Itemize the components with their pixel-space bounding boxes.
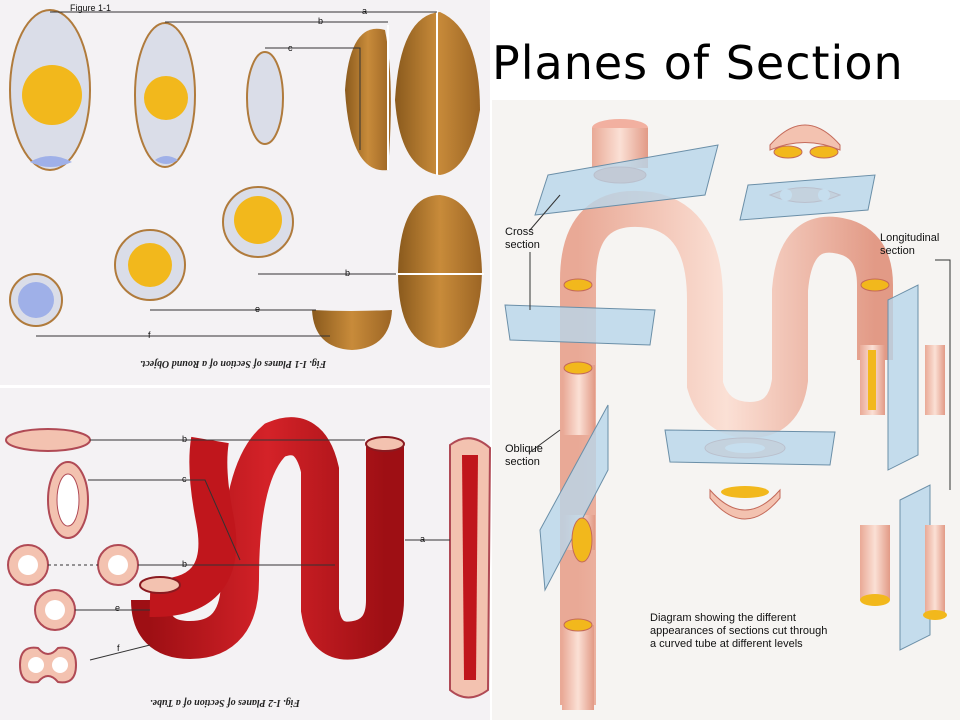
arch-lumen-left: [773, 145, 803, 159]
round-label-b: b: [318, 16, 324, 26]
label-cross-section: Cross section: [505, 226, 540, 251]
tube-label-a: a: [420, 534, 426, 544]
tube-label-e: e: [115, 603, 121, 613]
plane-longitudinal-bottom: [899, 484, 931, 651]
leader-oblique: [529, 429, 561, 453]
egg-lower-cap: [312, 310, 392, 350]
red-tube-left-arm: [149, 436, 237, 618]
figure-round-caption: Fig. I-1 Planes of Section of a Round Ob…: [140, 358, 327, 369]
figure-tube-caption: Fig. I-2 Planes of Section of a Tube.: [150, 697, 300, 708]
round-label-e: e: [255, 304, 261, 314]
curved-caption: Diagram showing the different appearance…: [650, 612, 828, 650]
tube-label-f: f: [117, 643, 120, 653]
label-longitudinal-section: Longitudinal section: [880, 232, 940, 257]
tube-open-end: [365, 436, 405, 452]
section-b-flat: [5, 428, 91, 452]
plane-cross-left: [504, 304, 656, 346]
round-label-b2: b: [345, 268, 351, 278]
plane-cross-arch: [739, 174, 876, 221]
long-lumen: [462, 455, 478, 680]
round-label-a: a: [362, 6, 368, 16]
section-ring-2-lumen: [108, 555, 128, 575]
yolk-a: [22, 65, 82, 125]
plane-oblique: [539, 404, 609, 592]
section-figure-eight: [18, 646, 78, 684]
arch-piece: [769, 124, 841, 151]
tube-label-b: b: [182, 434, 188, 444]
lumen-1: [563, 278, 593, 292]
yolk-round-e: [128, 243, 172, 287]
long-lumen-bottom-r: [923, 610, 947, 620]
tube-leader-f: [89, 644, 151, 661]
tube-label-b2: b: [182, 559, 188, 569]
bottom-bowl-lumen: [721, 486, 769, 498]
long-piece-bottom-left: [860, 525, 890, 600]
round-label-f: f: [148, 330, 151, 340]
lumen-2: [860, 278, 890, 292]
long-lumen-top: [868, 350, 876, 410]
tube-leader-c: [88, 479, 241, 561]
tube-label-c: c: [182, 474, 187, 484]
figure-curved-tube: [492, 100, 960, 720]
section-figure-eight-lumen-l: [28, 657, 44, 673]
lumen-3: [563, 361, 593, 375]
egg-lower-whole: [398, 195, 482, 348]
figure-round-object: [0, 0, 490, 385]
long-lumen-bottom: [860, 594, 890, 606]
airsac-a: [30, 156, 72, 167]
egg-half-left: [345, 28, 391, 171]
round-label-c: c: [288, 43, 293, 53]
piece-left-bottom: [562, 625, 594, 710]
long-piece-bottom-right: [925, 525, 945, 615]
leader-c: [265, 47, 361, 150]
lumen-4: [563, 618, 593, 632]
red-tube: [131, 417, 404, 660]
figure-tube: [0, 388, 492, 720]
slide-title: Planes of Section: [492, 36, 904, 90]
plane-cross-top: [534, 144, 719, 216]
plane-longitudinal-top: [887, 284, 919, 471]
long-piece-top-right: [925, 345, 945, 415]
piece-left-mid: [563, 365, 595, 435]
egg-section-c: [246, 51, 284, 145]
tube-cut-end: [139, 576, 181, 594]
figure-round-header: Figure 1-1: [70, 3, 112, 13]
section-ring-e-lumen: [45, 600, 65, 620]
section-ring-1-lumen: [18, 555, 38, 575]
bottom-bowl: [709, 488, 781, 520]
arch-lumen-right: [809, 145, 839, 159]
curved-pink-tube: [560, 190, 893, 705]
label-oblique-section: Oblique section: [505, 443, 543, 468]
yolk-b: [144, 76, 188, 120]
airsac-b: [155, 156, 178, 164]
yolk-round-b: [234, 196, 282, 244]
lumen-oblique: [571, 517, 593, 563]
blue-round-f: [18, 282, 54, 318]
section-c-lumen: [56, 473, 80, 527]
leader-cross: [529, 194, 561, 231]
plane-cross-bottom: [664, 429, 836, 466]
leader-longitudinal: [935, 259, 951, 490]
section-figure-eight-lumen-r: [52, 657, 68, 673]
